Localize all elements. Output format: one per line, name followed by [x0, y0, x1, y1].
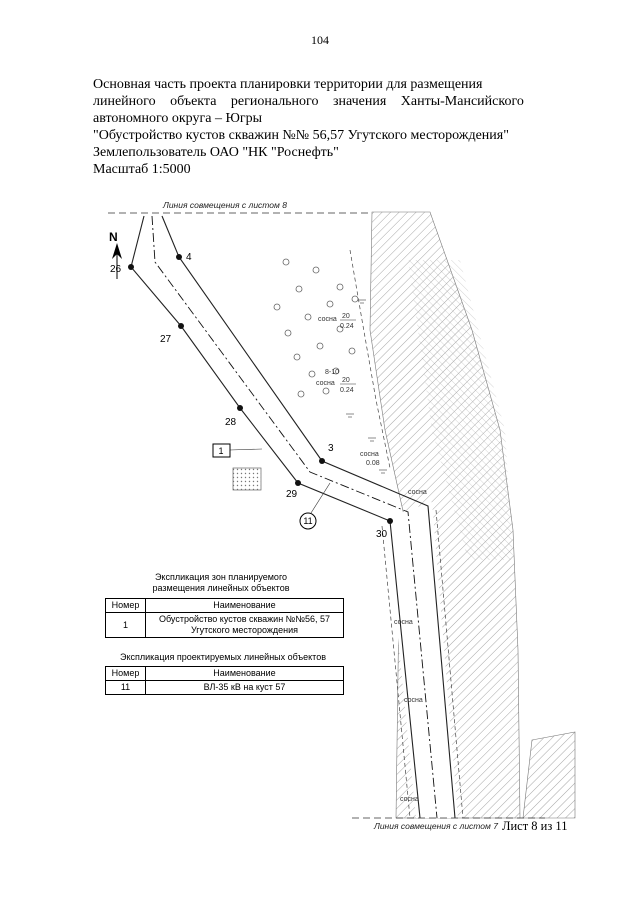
sheet-label: Лист 8 из 11	[502, 819, 568, 833]
tree-annotation: 20	[342, 377, 350, 384]
title-line-5: Землепользователь ОАО "НК "Роснефть"	[93, 145, 339, 160]
point-26	[128, 264, 134, 270]
zones-header-row: Номер Наименование	[105, 598, 344, 613]
point-3	[319, 458, 325, 464]
point-4	[176, 254, 182, 260]
marsh-symbols	[346, 299, 387, 474]
point-29	[295, 480, 301, 486]
line-ref-circle	[299, 512, 317, 530]
tree-annotation: сосна	[408, 489, 427, 496]
lines-row-number: 11	[105, 680, 146, 695]
tree-annotation: 8-10	[325, 369, 339, 376]
join-label-bottom: Линия совмещения с листом 7	[373, 821, 498, 831]
zone-fill-sample	[232, 467, 262, 491]
line-ref-leader	[310, 482, 331, 514]
zone-boundary-upper	[349, 249, 391, 469]
zones-data-row: 1 Обустройство кустов скважин №№56, 57 У…	[105, 612, 344, 638]
tree-annotation: сосна	[316, 380, 335, 387]
point-label-26: 26	[110, 264, 122, 275]
lines-col-number: Номер	[105, 666, 146, 681]
zones-row-name: Обустройство кустов скважин №№56, 57 Угу…	[145, 612, 344, 638]
lines-row-name: ВЛ-35 кВ на куст 57	[145, 680, 344, 695]
point-label-4: 4	[186, 252, 192, 263]
zones-row-number: 1	[105, 612, 146, 638]
title-line-4: "Обустройство кустов скважин №№ 56,57 Уг…	[93, 128, 509, 143]
tree-annotation: сосна	[360, 451, 379, 458]
zones-col-name: Наименование	[145, 598, 344, 613]
lines-header-row: Номер Наименование	[105, 666, 344, 681]
point-label-3: 3	[328, 443, 334, 454]
point-label-29: 29	[286, 489, 298, 500]
powerline-centerline	[151, 215, 438, 819]
forest-hatch-dense	[408, 260, 513, 560]
lines-data-row: 11 ВЛ-35 кВ на куст 57	[105, 680, 344, 695]
point-label-30: 30	[376, 529, 388, 540]
tree-annotation: сосна	[394, 619, 413, 626]
page-number: 104	[311, 33, 329, 47]
point-30	[387, 518, 393, 524]
document-title-block: Основная часть проекта планировки террит…	[93, 76, 563, 178]
title-line-2: линейного объекта регионального значения…	[93, 94, 524, 109]
zone-ref-box	[212, 443, 231, 458]
line-ref-label: 11	[303, 516, 312, 526]
north-label: N	[109, 230, 118, 244]
tree-annotation: 20	[342, 313, 350, 320]
point-28	[237, 405, 243, 411]
lines-table-caption: Экспликация проектируемых линейных объек…	[120, 652, 326, 662]
point-label-28: 28	[225, 417, 237, 428]
zones-row-name-line-1: Обустройство кустов скважин №№56, 57	[158, 614, 331, 624]
zones-caption-line-1: Экспликация зон планируемого	[154, 572, 288, 582]
tree-symbols	[273, 258, 359, 398]
tree-annotation: сосна	[404, 697, 423, 704]
north-arrow-icon	[112, 243, 122, 259]
zone-ref-label: 1	[218, 446, 223, 456]
zones-table: Номер Наименование 1 Обустройство кустов…	[105, 598, 344, 638]
tree-annotation: 0.24	[340, 323, 354, 330]
zone-ref-leader	[229, 448, 263, 451]
zones-table-caption: Экспликация зон планируемого размещения …	[118, 572, 324, 594]
forest-hatch-corner	[522, 731, 576, 819]
lines-col-name: Наименование	[145, 666, 344, 681]
tree-annotation: сосна	[400, 796, 419, 803]
point-label-27: 27	[160, 334, 172, 345]
title-line-6: Масштаб 1:5000	[93, 162, 191, 177]
title-line-1: Основная часть проекта планировки террит…	[93, 77, 483, 92]
lines-table: Номер Наименование 11 ВЛ-35 кВ на куст 5…	[105, 666, 344, 695]
tree-annotation: 0.08	[366, 460, 380, 467]
join-label-top: Линия совмещения с листом 8	[162, 200, 287, 210]
point-27	[178, 323, 184, 329]
tree-annotation: сосна	[318, 316, 337, 323]
zones-caption-line-2: размещения линейных объектов	[152, 583, 290, 593]
survey-points	[128, 254, 393, 524]
zones-col-number: Номер	[105, 598, 146, 613]
tree-annotation: 0.24	[340, 387, 354, 394]
zone-boundary-right	[435, 509, 464, 819]
title-line-3: автономного округа – Югры	[93, 111, 262, 126]
zones-row-name-line-2: Угутского месторождения	[190, 625, 299, 635]
